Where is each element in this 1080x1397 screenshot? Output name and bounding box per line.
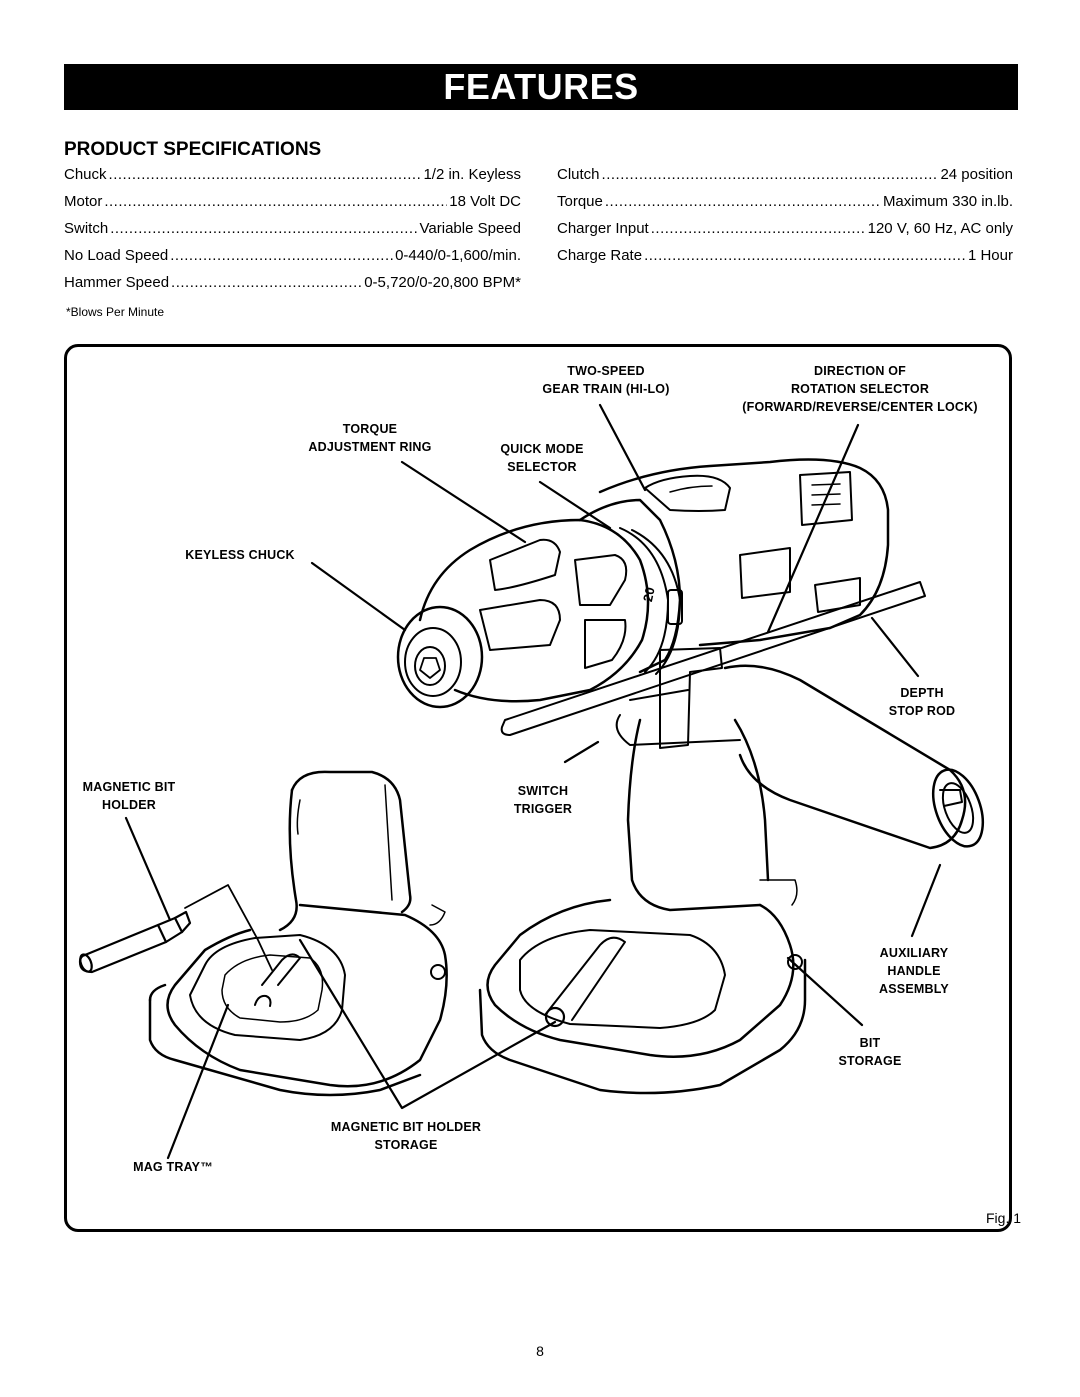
spec-label: Hammer Speed [64, 274, 170, 291]
torque-dial-number: 20 [640, 585, 658, 604]
specs-left-column: Chuck 1/2 in. Keyless Motor 18 Volt DC Swi… [64, 166, 521, 301]
callout-mag-tray: MAG TRAY™ [133, 1160, 213, 1174]
product-specifications-heading: PRODUCT SPECIFICATIONS [64, 139, 322, 160]
spec-row-motor: Motor 18 Volt DC [64, 193, 521, 220]
spec-value: 120 V, 60 Hz, AC only [867, 220, 1013, 237]
callout-magnetic-bit-holder-storage: MAGNETIC BIT HOLDER STORAGE [330, 1120, 482, 1152]
spec-value: 1/2 in. Keyless [423, 166, 521, 183]
spec-label: Torque [557, 193, 603, 210]
spec-label: Chuck [64, 166, 107, 183]
spec-value: 1 Hour [967, 247, 1013, 264]
spec-row-switch: Switch Variable Speed [64, 220, 521, 247]
callout-leader-lines [124, 403, 942, 1160]
callout-auxiliary-handle-assembly: AUXILIARY HANDLE ASSEMBLY [879, 946, 949, 996]
callout-two-speed-gear-train: TWO-SPEED GEAR TRAIN (HI-LO) [542, 364, 670, 396]
spec-row-hammer-speed: Hammer Speed 0-5,720/0-20,800 BPM* [64, 274, 521, 301]
spec-value: Variable Speed [419, 220, 521, 237]
spec-value: 0-440/0-1,600/min. [395, 247, 521, 264]
spec-label: Charge Rate [557, 247, 643, 264]
drill-illustration-frame [64, 344, 1012, 1232]
callout-switch-trigger: SWITCH TRIGGER [513, 784, 573, 816]
spec-value: 18 Volt DC [449, 193, 521, 210]
callout-torque-adjustment-ring: TORQUE ADJUSTMENT RING [308, 422, 432, 454]
callout-depth-stop-rod: DEPTH STOP ROD [888, 686, 956, 718]
callout-direction-of-rotation-selector: DIRECTION OF ROTATION SELECTOR (FORWARD/… [742, 364, 978, 414]
callout-bit-storage: BIT STORAGE [838, 1036, 902, 1068]
callout-quick-mode-selector: QUICK MODE SELECTOR [500, 442, 584, 474]
features-banner: FEATURES [64, 64, 1018, 110]
spec-label: Clutch [557, 166, 600, 183]
spec-value: 0-5,720/0-20,800 BPM* [364, 274, 521, 291]
magnetic-bit-holder-part [78, 910, 192, 974]
spec-value: 24 position [940, 166, 1013, 183]
main-drill [396, 458, 985, 1095]
spec-value: Maximum 330 in.lb. [882, 193, 1013, 210]
left-drill-base [148, 770, 448, 1097]
blows-per-minute-footnote: *Blows Per Minute [66, 305, 165, 319]
spec-label: Motor [64, 193, 103, 210]
spec-row-no-load-speed: No Load Speed 0-440/0-1,600/min. [64, 247, 521, 274]
spec-row-chuck: Chuck 1/2 in. Keyless [64, 166, 521, 193]
page-number: 8 [536, 1343, 544, 1359]
spec-row-clutch: Clutch 24 position [557, 166, 1013, 193]
figure-caption: Fig. 1 [986, 1210, 1022, 1226]
spec-label: No Load Speed [64, 247, 169, 264]
specs-right-column: Clutch 24 position Torque Maximum 330 in.l… [557, 166, 1013, 274]
callout-magnetic-bit-holder: MAGNETIC BIT HOLDER [82, 780, 176, 812]
spec-row-charge-rate: Charge Rate 1 Hour [557, 247, 1013, 274]
features-title: FEATURES [443, 66, 639, 107]
spec-row-charger-input: Charger Input 120 V, 60 Hz, AC only [557, 220, 1013, 247]
callout-keyless-chuck: KEYLESS CHUCK [185, 548, 295, 562]
spec-label: Charger Input [557, 220, 649, 237]
spec-row-torque: Torque Maximum 330 in.lb. [557, 193, 1013, 220]
spec-label: Switch [64, 220, 109, 237]
